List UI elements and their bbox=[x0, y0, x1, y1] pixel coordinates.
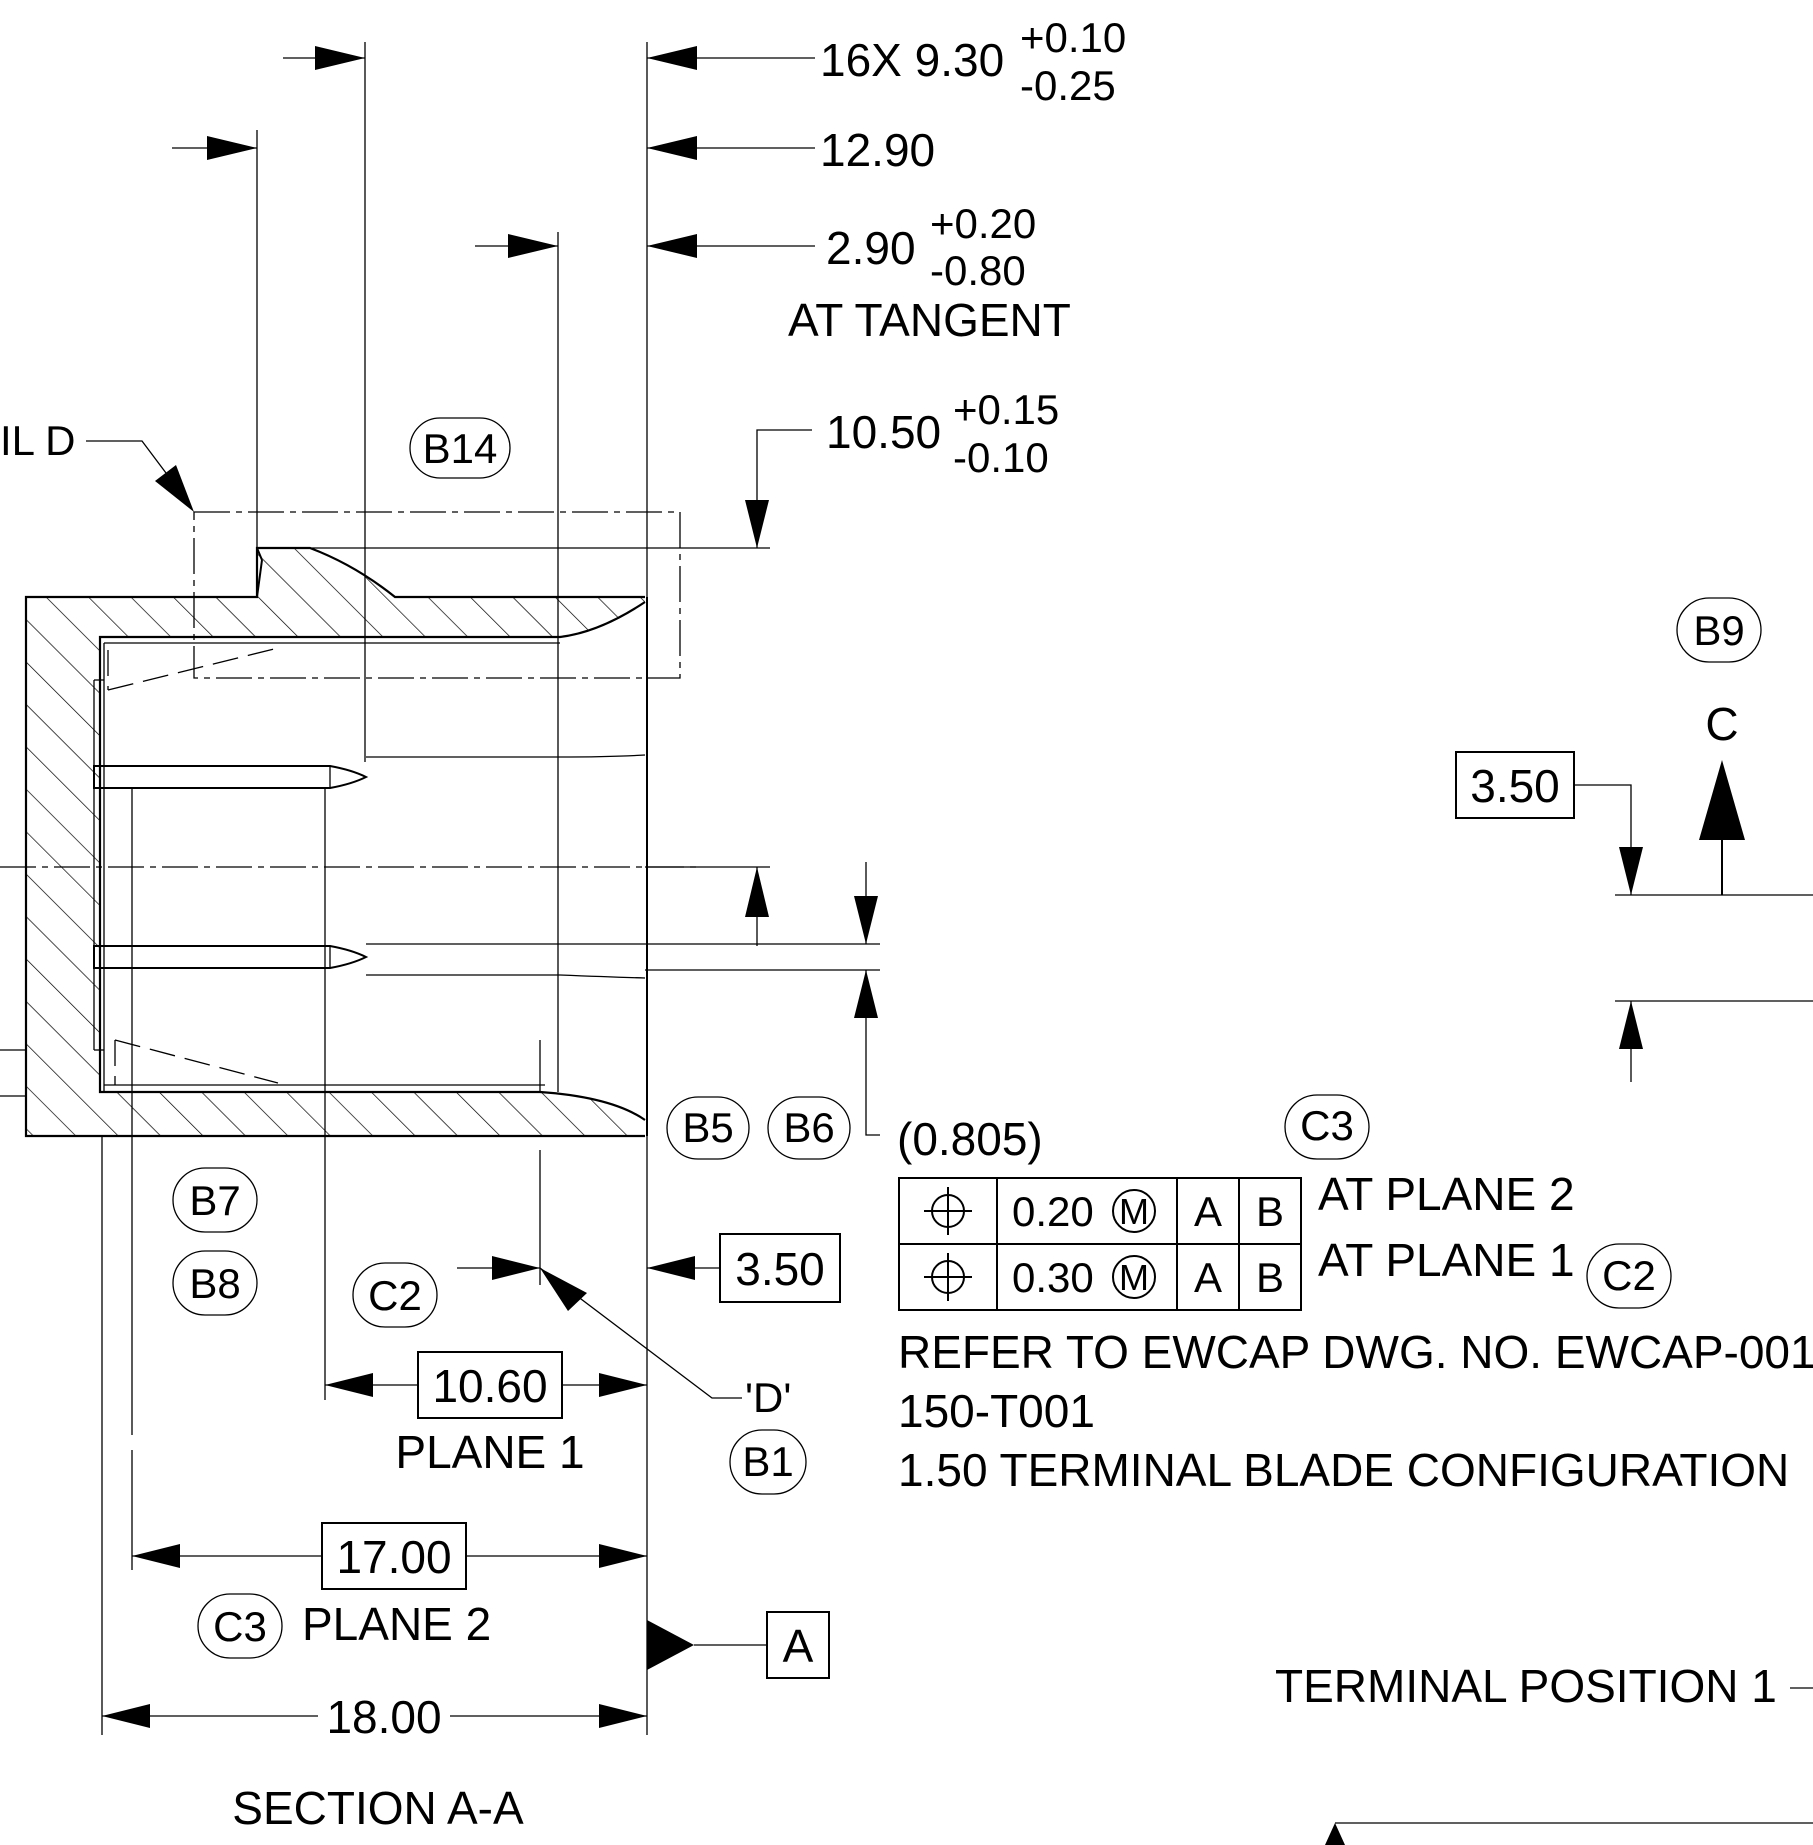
dim-10-50 bbox=[310, 429, 812, 549]
svg-text:C3: C3 bbox=[213, 1603, 267, 1650]
terminal-position-label: TERMINAL POSITION 1 bbox=[1275, 1660, 1777, 1712]
dim-3-50-bottom bbox=[647, 1233, 841, 1303]
bottom-right-arrow bbox=[1325, 1822, 1813, 1845]
detail-d-leader bbox=[86, 440, 194, 512]
dim-10-60 bbox=[325, 1351, 647, 1419]
dim-16x-value: 16X 9.30 bbox=[820, 34, 1004, 86]
balloon-b6: B6 bbox=[767, 1096, 851, 1160]
dim-10-50-tol-plus: +0.15 bbox=[953, 386, 1059, 433]
top-extension-lines bbox=[256, 42, 648, 1092]
cavity-line-1 bbox=[366, 754, 646, 758]
dim-2-90-tol-minus: -0.80 bbox=[930, 247, 1026, 294]
dim-10-50-tol-minus: -0.10 bbox=[953, 434, 1049, 481]
fcf-row1-modifier: M bbox=[1119, 1191, 1149, 1232]
fcf-row2-modifier: M bbox=[1119, 1257, 1149, 1298]
fcf-row1-datum2: B bbox=[1256, 1188, 1284, 1235]
balloon-b5: B5 bbox=[666, 1096, 750, 1160]
svg-text:B9: B9 bbox=[1693, 607, 1744, 654]
housing-inner-upper bbox=[98, 601, 646, 1121]
fcf-row2-note: AT PLANE 1 bbox=[1318, 1234, 1575, 1286]
svg-text:B5: B5 bbox=[682, 1104, 733, 1151]
fcf-row1-datum1: A bbox=[1194, 1188, 1222, 1235]
dim-3-50-right bbox=[1455, 751, 1813, 1082]
balloon-c3-bottom: C3 bbox=[197, 1593, 283, 1659]
hidden-ramps bbox=[107, 647, 279, 1085]
balloon-c2-left: C2 bbox=[352, 1262, 438, 1328]
balloon-c3-top: C3 bbox=[1284, 1094, 1370, 1160]
section-a-a-title: SECTION A-A bbox=[232, 1782, 524, 1834]
cavity-line-2 bbox=[366, 974, 646, 979]
dim-16x-tol-minus: -0.25 bbox=[1020, 62, 1116, 109]
at-tangent-label: AT TANGENT bbox=[788, 294, 1071, 346]
svg-text:B14: B14 bbox=[423, 425, 498, 472]
datum-a-symbol bbox=[647, 1611, 830, 1679]
fcf-row2-datum2: B bbox=[1256, 1254, 1284, 1301]
dim-d-label: 'D' bbox=[745, 1374, 791, 1421]
latch-step bbox=[256, 547, 263, 561]
balloon-b14: B14 bbox=[409, 417, 511, 479]
latch-step-2 bbox=[256, 559, 263, 598]
dim-2-90-tol-plus: +0.20 bbox=[930, 200, 1036, 247]
plane-1-label: PLANE 1 bbox=[395, 1426, 584, 1478]
position-icon bbox=[924, 1253, 972, 1301]
terminal-blade-upper bbox=[93, 765, 369, 789]
mmc-circle-icon bbox=[1112, 1255, 1156, 1299]
dim-0-805-ref: (0.805) bbox=[897, 1113, 1043, 1165]
feature-control-frame bbox=[898, 1177, 1302, 1311]
view-c-label: C bbox=[1705, 698, 1738, 750]
detail-d-boundary bbox=[193, 511, 681, 679]
balloon-b9: B9 bbox=[1676, 597, 1762, 663]
svg-text:B1: B1 bbox=[742, 1438, 793, 1485]
plane-2-label: PLANE 2 bbox=[302, 1598, 491, 1650]
balloon-b8: B8 bbox=[172, 1250, 258, 1316]
note-line-1: REFER TO EWCAP DWG. NO. EWCAP-001 bbox=[898, 1326, 1813, 1378]
svg-text:C2: C2 bbox=[368, 1272, 422, 1319]
dim-10-60-value: 10.60 bbox=[432, 1360, 547, 1412]
dim-18-00 bbox=[102, 1704, 647, 1728]
datum-a-label: A bbox=[783, 1620, 814, 1672]
detail-d-label: IL D bbox=[0, 417, 75, 464]
dim-2-90 bbox=[475, 234, 815, 258]
fcf-row2-tolerance: 0.30 bbox=[1012, 1254, 1094, 1301]
terminal-blade-lower bbox=[93, 945, 369, 969]
balloon-b1: B1 bbox=[729, 1429, 807, 1495]
dim-3-50-right-value: 3.50 bbox=[1470, 760, 1560, 812]
dim-10-50-value: 10.50 bbox=[826, 406, 941, 458]
note-line-2: 150-T001 bbox=[898, 1385, 1095, 1437]
note-line-3: 1.50 TERMINAL BLADE CONFIGURATION bbox=[898, 1444, 1789, 1496]
dim-12-90-value: 12.90 bbox=[820, 124, 935, 176]
fcf-row1-note: AT PLANE 2 bbox=[1318, 1168, 1575, 1220]
svg-text:C2: C2 bbox=[1602, 1252, 1656, 1299]
dim-18-00-value: 18.00 bbox=[326, 1691, 441, 1743]
svg-text:B6: B6 bbox=[783, 1104, 834, 1151]
fcf-row2-datum1: A bbox=[1194, 1254, 1222, 1301]
fcf-row1-tolerance: 0.20 bbox=[1012, 1188, 1094, 1235]
dim-17-00-value: 17.00 bbox=[336, 1531, 451, 1583]
dim-16x-9-30 bbox=[283, 46, 815, 70]
dim-3-50-bottom-value: 3.50 bbox=[735, 1243, 825, 1295]
dim-17-00 bbox=[132, 1522, 647, 1590]
dim-16x-tol-plus: +0.10 bbox=[1020, 14, 1126, 61]
balloon-c2-right: C2 bbox=[1586, 1243, 1672, 1309]
housing-hatch bbox=[26, 548, 645, 1136]
dim-2-90-value: 2.90 bbox=[826, 222, 916, 274]
svg-text:B7: B7 bbox=[189, 1177, 240, 1224]
mmc-circle-icon bbox=[1112, 1189, 1156, 1233]
position-icon bbox=[924, 1187, 972, 1235]
dim-d-indicator bbox=[457, 1256, 742, 1399]
balloon-b7: B7 bbox=[172, 1167, 258, 1233]
bottom-extension-lines bbox=[101, 788, 648, 1735]
section-body bbox=[24, 546, 648, 1138]
svg-text:C3: C3 bbox=[1300, 1102, 1354, 1149]
dim-0-805 bbox=[366, 862, 880, 1136]
view-c-arrow bbox=[1699, 760, 1813, 896]
dim-12-90 bbox=[172, 136, 815, 160]
svg-text:B8: B8 bbox=[189, 1260, 240, 1307]
